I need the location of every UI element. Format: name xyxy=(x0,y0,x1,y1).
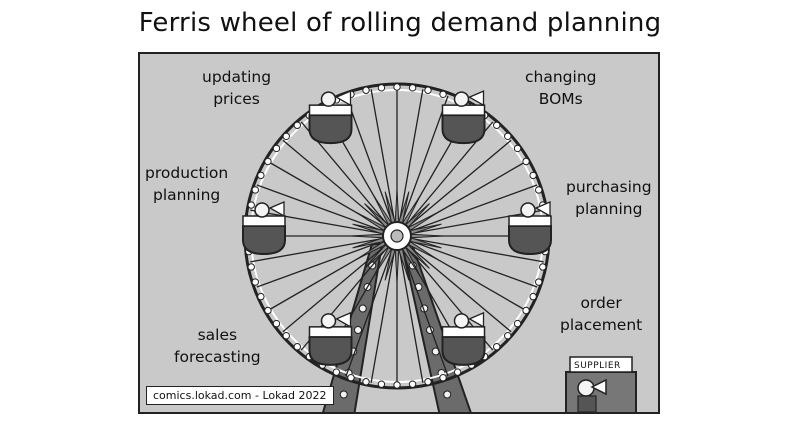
supplier-sign: SUPPLIER xyxy=(574,361,621,371)
ferris-wheel-illustration xyxy=(242,82,637,412)
label-changing-boms: changing BOMs xyxy=(525,68,597,108)
gondola-changing-boms xyxy=(441,90,486,145)
gondola-sales-forecasting xyxy=(308,311,353,366)
label-updating-prices: updating prices xyxy=(202,68,272,108)
gondola-production-planning xyxy=(242,201,286,256)
gondola-updating-prices xyxy=(308,90,353,145)
gondola-order-placement xyxy=(441,311,486,366)
comic-panel: updating prices changing BOMs production… xyxy=(138,52,660,414)
label-production-planning: production planning xyxy=(145,164,229,204)
comic-title: Ferris wheel of rolling demand planning xyxy=(138,8,662,38)
credit-line: comics.lokad.com - Lokad 2022 xyxy=(146,386,334,405)
label-purchasing-planning: purchasing planning xyxy=(566,178,652,218)
supplier-booth xyxy=(565,356,637,412)
label-sales-forecasting: sales forecasting xyxy=(174,326,261,366)
wheel xyxy=(243,82,551,390)
label-order-placement: order placement xyxy=(560,294,643,334)
gondola-purchasing-planning xyxy=(508,201,552,256)
